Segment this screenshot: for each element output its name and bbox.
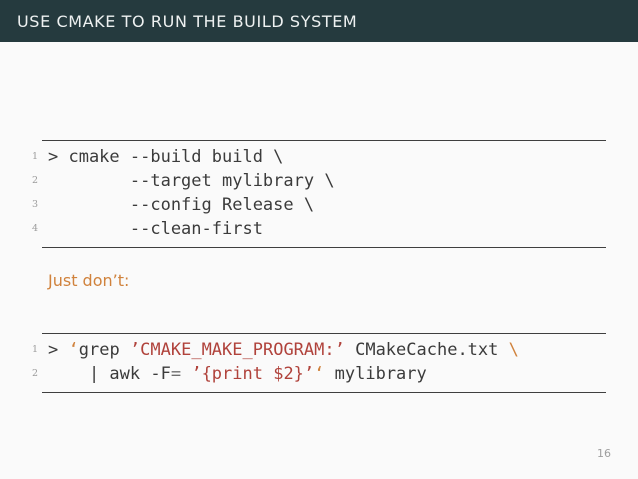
slide-body: 1 > cmake --build build \ 2 --target myl…	[0, 140, 638, 393]
slide-header: USE CMAKE TO RUN THE BUILD SYSTEM	[0, 0, 638, 42]
code-token: mylibrary	[324, 364, 427, 384]
code-text: --target mylibrary \	[48, 169, 606, 193]
line-number: 1	[32, 151, 39, 162]
code-token: >	[48, 340, 69, 360]
code-text: --config Release \	[48, 193, 606, 217]
slide-title: USE CMAKE TO RUN THE BUILD SYSTEM	[17, 11, 358, 31]
alert-text: Just don’t:	[48, 271, 130, 290]
code-line: 1 > cmake --build build \	[32, 145, 606, 169]
line-number: 2	[32, 368, 39, 379]
code-token: --clean-first	[48, 219, 263, 239]
code-token-string: ’CMAKE_MAKE_PROGRAM:’	[129, 340, 345, 360]
code-text: | awk -F= ’{print $2}’‘ mylibrary	[48, 362, 606, 386]
code-token-backtick: ‘	[68, 340, 79, 360]
code-token: --config Release \	[48, 195, 315, 215]
line-number: 1	[32, 344, 39, 355]
code-block-grep-awk: 1 > ‘grep ’CMAKE_MAKE_PROGRAM:’ CMakeCac…	[32, 333, 606, 393]
page-number: 16	[597, 447, 611, 460]
code-line: 4 --clean-first	[32, 217, 606, 241]
code-token: grep	[78, 340, 130, 360]
code-text: > cmake --build build \	[48, 145, 606, 169]
code-line: 2 | awk -F= ’{print $2}’‘ mylibrary	[32, 362, 606, 386]
code-token: CMakeCache.txt	[344, 340, 509, 360]
code-block-cmake-build: 1 > cmake --build build \ 2 --target myl…	[32, 140, 606, 248]
code-token-operator: =	[170, 364, 182, 384]
code-text: > ‘grep ’CMAKE_MAKE_PROGRAM:’ CMakeCache…	[48, 338, 606, 362]
code-token: > cmake --build build \	[48, 147, 284, 167]
code-text: --clean-first	[48, 217, 606, 241]
line-number: 4	[32, 223, 39, 234]
code-token: | awk -F	[48, 364, 171, 384]
code-token	[181, 364, 191, 384]
code-token-string: ’{print $2}’	[191, 364, 315, 384]
code-token: --target mylibrary \	[48, 171, 335, 191]
code-line: 3 --config Release \	[32, 193, 606, 217]
line-number: 3	[32, 199, 39, 210]
code-line: 1 > ‘grep ’CMAKE_MAKE_PROGRAM:’ CMakeCac…	[32, 338, 606, 362]
line-number: 2	[32, 175, 39, 186]
code-line: 2 --target mylibrary \	[32, 169, 606, 193]
code-token-backtick: ‘	[314, 364, 325, 384]
code-token-backslash: \	[508, 340, 519, 360]
